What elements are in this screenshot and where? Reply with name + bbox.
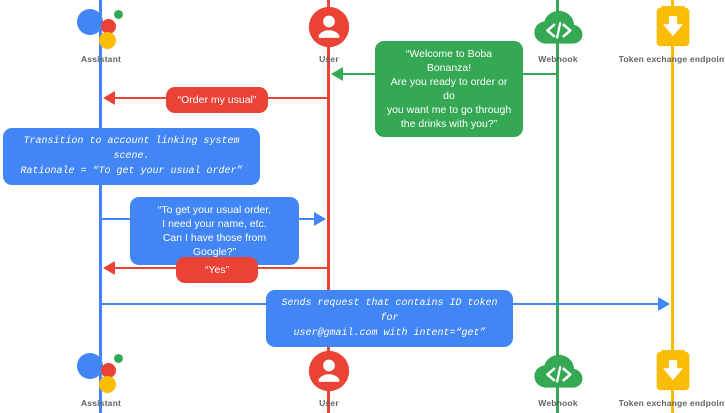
- cloud-code-icon: [498, 4, 618, 50]
- user-avatar-icon: [269, 348, 389, 394]
- actor-token-top: Token exchange endpoint: [613, 4, 725, 64]
- arrow-head-welcome: [331, 67, 343, 81]
- bubble-transition-note-line1: Transition to account linking system sce…: [23, 136, 240, 162]
- cloud-code-glyph: [534, 10, 583, 44]
- bubble-welcome-line3: you want me to go through: [386, 104, 512, 116]
- actor-label-user: User: [319, 54, 339, 64]
- download-box-icon: [613, 348, 725, 394]
- arrow-head-sends-request: [658, 297, 670, 311]
- actor-webhook-top: Webhook: [498, 4, 618, 64]
- user-avatar-icon: [269, 4, 389, 50]
- bubble-yes: “Yes”: [176, 257, 258, 283]
- lifeline-token: [671, 0, 674, 413]
- lifeline-assistant: [99, 0, 102, 413]
- bubble-ask-for-name-line3: Can I have those from Google?”: [162, 232, 267, 258]
- arrow-head-ask-for-name: [314, 212, 326, 226]
- lifeline-user: [327, 0, 330, 413]
- actor-webhook-bottom: Webhook: [498, 348, 618, 408]
- google-assistant-icon: [41, 348, 161, 394]
- download-box-glyph: [656, 350, 690, 391]
- actor-label-assistant: Assistant: [80, 54, 122, 64]
- bubble-welcome: “Welcome to Boba Bonanza! Are you ready …: [375, 41, 523, 137]
- bubble-transition-note: Transition to account linking system sce…: [3, 128, 260, 185]
- bubble-ask-for-name-line1: “To get your usual order,: [157, 204, 272, 216]
- bubble-welcome-line2: Are you ready to order or do: [390, 76, 508, 102]
- lifeline-webhook: [556, 0, 559, 413]
- bubble-sends-request-line1: Sends request that contains ID token for: [281, 298, 498, 324]
- bubble-order-my-usual-line1: “Order my usual”: [177, 94, 257, 106]
- bubble-order-my-usual: “Order my usual”: [166, 87, 268, 113]
- bubble-sends-request: Sends request that contains ID token for…: [266, 290, 513, 347]
- bubble-sends-request-line2: user@gmail.com with intent=“get”: [293, 328, 486, 339]
- actor-label-user: User: [319, 398, 339, 408]
- bubble-welcome-line1: “Welcome to Boba Bonanza!: [405, 48, 493, 74]
- bubble-transition-note-line2: Rationale = “To get your usual order”: [20, 166, 243, 177]
- bubble-yes-line1: “Yes”: [204, 264, 230, 276]
- download-box-icon: [613, 4, 725, 50]
- actor-label-token: Token exchange endpoint: [618, 398, 725, 408]
- arrow-head-order-my-usual: [103, 91, 115, 105]
- actor-assistant-top: Assistant: [41, 4, 161, 64]
- actor-label-webhook: Webhook: [538, 54, 578, 64]
- arrow-head-yes: [103, 261, 115, 275]
- actor-user-bottom: User: [269, 348, 389, 408]
- actor-label-webhook: Webhook: [538, 398, 578, 408]
- bubble-ask-for-name: “To get your usual order, I need your na…: [130, 197, 299, 265]
- cloud-code-glyph: [534, 354, 583, 388]
- bubble-welcome-line4: the drinks with you?”: [400, 118, 498, 130]
- actor-user-top: User: [269, 4, 389, 64]
- bubble-ask-for-name-line2: I need your name, etc.: [162, 218, 267, 230]
- actor-label-assistant: Assistant: [80, 398, 122, 408]
- google-assistant-icon: [41, 4, 161, 50]
- download-box-glyph: [656, 6, 690, 47]
- actor-label-token: Token exchange endpoint: [618, 54, 725, 64]
- cloud-code-icon: [498, 348, 618, 394]
- user-avatar-glyph: [308, 6, 350, 48]
- actor-assistant-bottom: Assistant: [41, 348, 161, 408]
- user-avatar-glyph: [308, 350, 350, 392]
- actor-token-bottom: Token exchange endpoint: [613, 348, 725, 408]
